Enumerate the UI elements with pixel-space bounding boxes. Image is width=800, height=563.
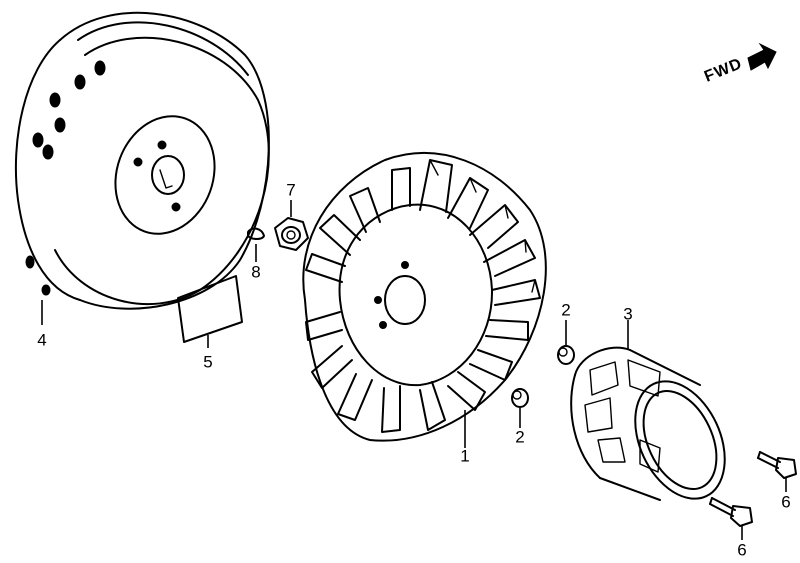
- fwd-arrow-icon: [747, 42, 777, 71]
- callout-key: 8: [251, 262, 261, 282]
- callout-starter-pulley: 3: [623, 304, 633, 324]
- label-sticker: [177, 275, 243, 348]
- flywheel-nut: [274, 200, 309, 251]
- callout-label-sticker: 5: [203, 352, 213, 372]
- starter-pulley: [570, 320, 726, 501]
- flywheel: [14, 11, 270, 325]
- flange-bolt-bottom: [709, 497, 753, 540]
- callout-bolt-right: 6: [781, 492, 791, 512]
- callout-collar-top: 2: [561, 300, 571, 320]
- callout-collar-bottom: 2: [515, 427, 525, 447]
- collar-bottom: [511, 388, 529, 428]
- callout-bolt-bottom: 6: [737, 540, 747, 560]
- callout-cooling-fan: 1: [460, 446, 470, 466]
- flange-bolt-right: [757, 451, 797, 492]
- callout-nut: 7: [286, 180, 296, 200]
- callout-flywheel: 4: [37, 330, 47, 350]
- cooling-fan: [302, 152, 547, 448]
- collar-top: [557, 320, 575, 365]
- woodruff-key: [247, 227, 265, 262]
